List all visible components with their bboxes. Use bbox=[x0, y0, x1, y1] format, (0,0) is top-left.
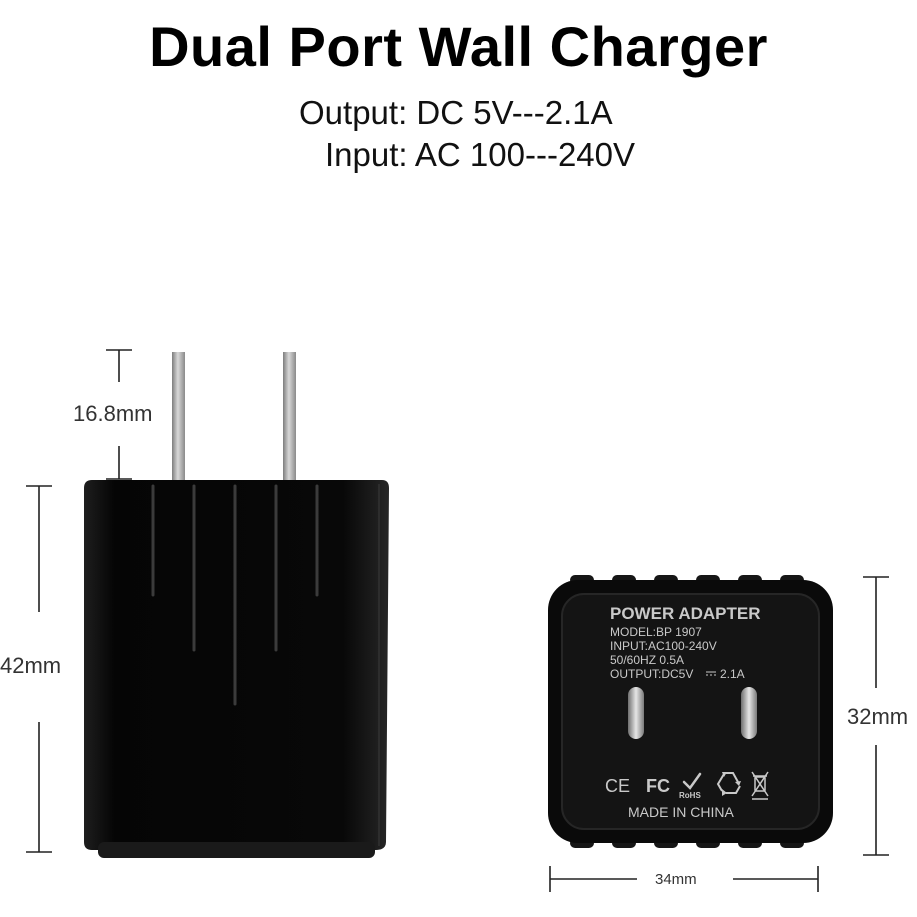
fc-mark-icon: FC bbox=[646, 776, 670, 796]
recycle-icon bbox=[716, 772, 741, 796]
rohs-icon: RoHS bbox=[679, 772, 701, 800]
body-grooves bbox=[151, 484, 319, 706]
label-output-current: 2.1A bbox=[720, 667, 745, 681]
ce-mark-icon: CE bbox=[605, 776, 630, 796]
label-text-group: POWER ADAPTER MODEL:BP 1907 INPUT:AC100-… bbox=[605, 604, 769, 820]
prong-right bbox=[283, 352, 296, 482]
width-label: 34mm bbox=[655, 871, 697, 888]
label-output: OUTPUT:DC5V bbox=[610, 667, 693, 681]
height-label: 42mm bbox=[0, 653, 62, 678]
prong-slot-right bbox=[741, 687, 757, 739]
label-freq: 50/60HZ 0.5A bbox=[610, 653, 684, 667]
depth-label: 32mm bbox=[847, 704, 909, 729]
prong-length-label: 16.8mm bbox=[73, 401, 153, 426]
dc-symbol-icon bbox=[706, 671, 716, 676]
prong-slot-left bbox=[628, 687, 644, 739]
charger-base bbox=[98, 842, 375, 858]
input-spec: Input: AC 100---240V bbox=[325, 136, 636, 173]
label-input: INPUT:AC100-240V bbox=[610, 639, 717, 653]
label-heading: POWER ADAPTER bbox=[610, 604, 761, 623]
weee-bin-icon bbox=[751, 771, 769, 800]
label-model: MODEL:BP 1907 bbox=[610, 625, 702, 639]
output-spec: Output: DC 5V---2.1A bbox=[299, 94, 613, 131]
prong-left bbox=[172, 352, 185, 482]
page-title: Dual Port Wall Charger bbox=[149, 15, 768, 78]
charger-side-view bbox=[84, 352, 389, 858]
svg-text:RoHS: RoHS bbox=[679, 791, 701, 800]
dimension-lines-side bbox=[26, 349, 132, 853]
label-origin: MADE IN CHINA bbox=[628, 804, 734, 820]
dimension-lines-front bbox=[549, 576, 889, 892]
